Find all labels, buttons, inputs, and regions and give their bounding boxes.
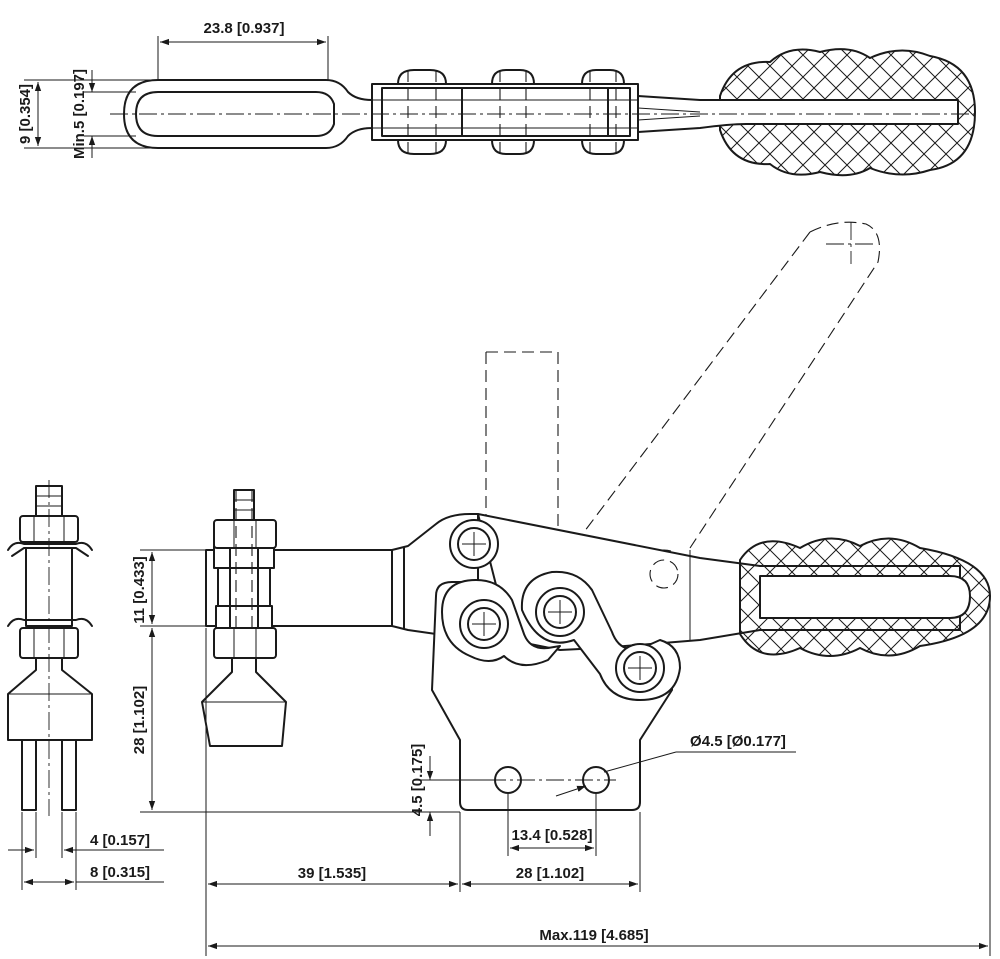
dim-bar-height: 11 [0.433]: [131, 556, 148, 624]
side-view: [7, 221, 992, 816]
pivot-1: [449, 519, 499, 569]
top-rivet-2: [491, 69, 535, 85]
front-spindle: [7, 480, 93, 816]
side-dimensions: 11 [0.433] 28 [1.102] 4.5 [0.175] Ø4.5 […: [8, 549, 991, 956]
top-body: [371, 83, 639, 141]
dim-hole-diameter: Ø4.5 [Ø0.177]: [690, 733, 786, 750]
top-view: [110, 48, 977, 177]
pivot-3: [535, 587, 585, 637]
top-lever: [637, 95, 959, 133]
top-rivet-1: [397, 69, 447, 85]
dim-base-height: 28 [1.102]: [131, 686, 148, 754]
dim-hole-spacing: 13.4 [0.528]: [512, 827, 593, 844]
top-arm-slot: [135, 91, 335, 137]
dim-base-width: 28 [1.102]: [516, 865, 584, 882]
dim-reach: 39 [1.535]: [298, 865, 366, 882]
dim-max-length: Max.119 [4.685]: [539, 927, 648, 944]
side-spindle: [201, 489, 287, 747]
dim-arm-height: 9 [0.354]: [17, 84, 34, 144]
pivot-4: [615, 643, 665, 693]
dim-spindle-outer: 8 [0.315]: [90, 864, 150, 881]
dim-slot-min: Min.5 [0.197]: [71, 69, 88, 159]
dim-arm-length: 23.8 [0.937]: [204, 20, 285, 37]
dim-hole-offset: 4.5 [0.175]: [409, 744, 426, 817]
pivot-2: [459, 599, 509, 649]
dim-spindle-inner: 4 [0.157]: [90, 832, 150, 849]
top-dimensions: 23.8 [0.937] 9 [0.354] Min.5 [0.197]: [17, 20, 329, 159]
top-rivet-3: [581, 69, 625, 85]
